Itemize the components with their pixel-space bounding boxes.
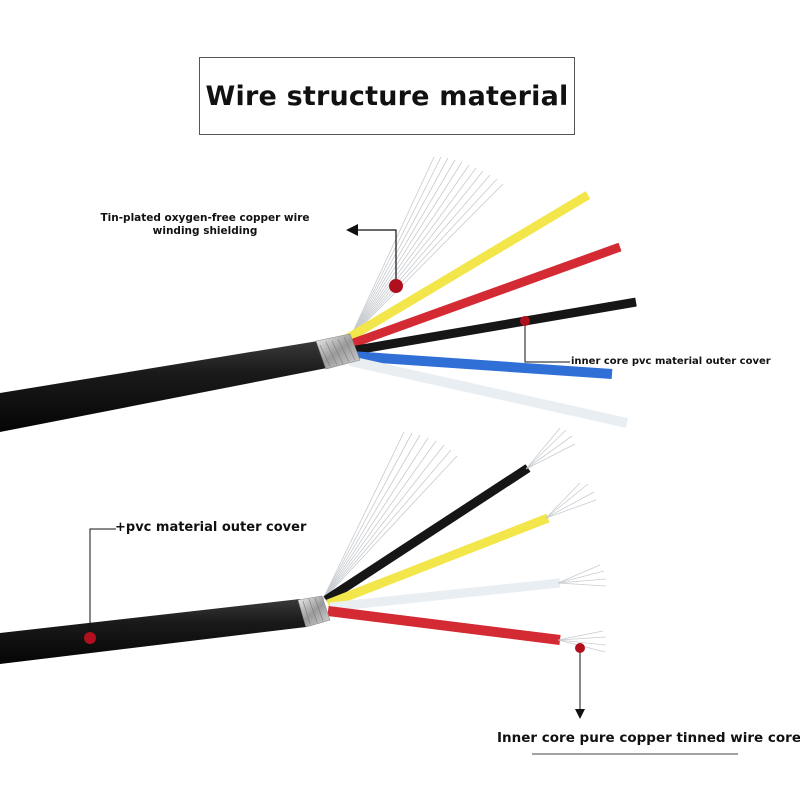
bottom-cable-jacket [0, 599, 306, 664]
top-inner-wires [345, 195, 636, 423]
marker-dot [575, 643, 585, 653]
callout-shielding [346, 224, 403, 293]
label-shielding: Tin-plated oxygen-free copper wire windi… [80, 212, 330, 238]
marker-dot [389, 279, 403, 293]
label-pvc-outer-cover: +pvc material outer cover [115, 520, 306, 535]
marker-dot [520, 316, 530, 326]
arrow-down-icon [575, 709, 585, 719]
bottom-cable [0, 428, 606, 664]
label-inner-core-pvc: inner core pvc material outer cover [571, 356, 771, 367]
arrow-left-icon [346, 224, 358, 236]
marker-dot [84, 632, 96, 644]
top-cable [0, 157, 636, 432]
top-cable-jacket [0, 341, 327, 432]
wire-red [328, 611, 560, 640]
bare-conductor-tips [526, 428, 606, 652]
bottom-inner-wires [326, 468, 560, 640]
top-shield-strands [350, 157, 503, 338]
callout-inner-core-pvc [520, 316, 570, 362]
label-copper-core: Inner core pure copper tinned wire core [497, 730, 800, 746]
